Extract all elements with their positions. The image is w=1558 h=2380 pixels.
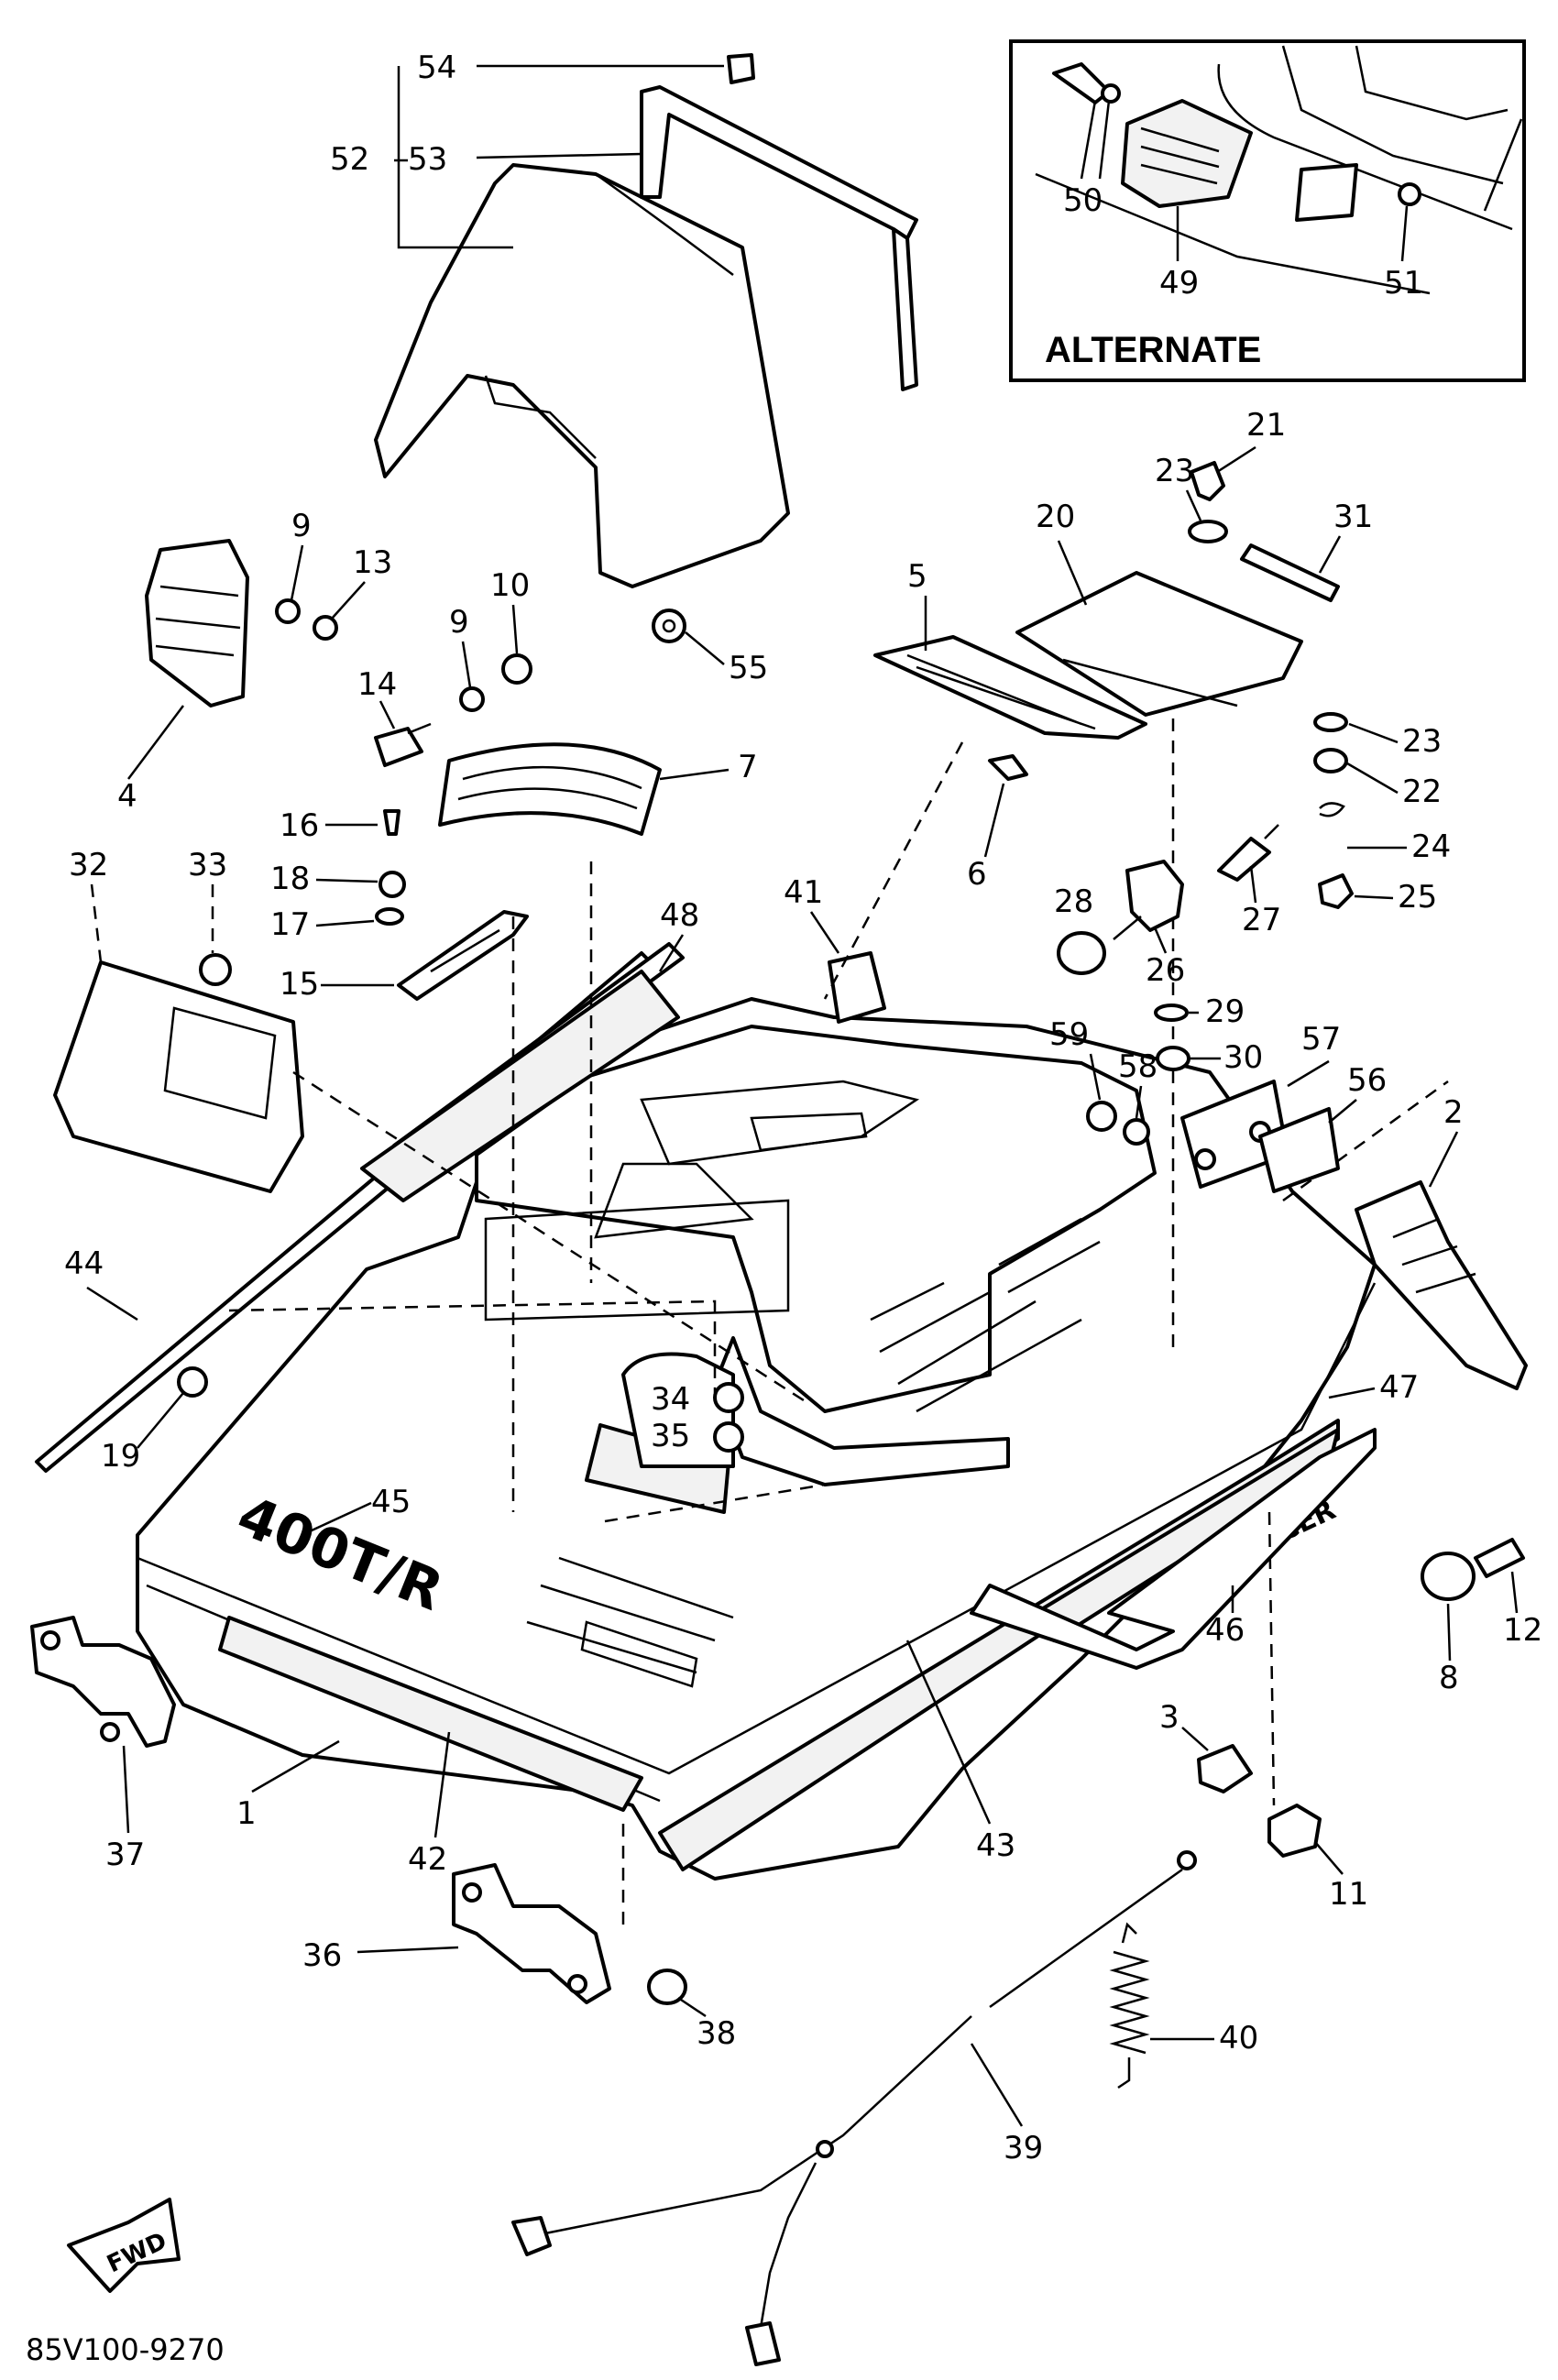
callout-13: 13	[353, 544, 392, 581]
callout-54: 54	[417, 49, 456, 86]
callout-41: 41	[784, 874, 823, 911]
callout-35: 35	[651, 1418, 690, 1454]
callout-42: 42	[408, 1841, 447, 1878]
panel-32	[53, 960, 304, 1193]
callout-46: 46	[1205, 1612, 1245, 1649]
right-small-parts: 20 21 23 31 5 6 23 22 24 25 27	[873, 407, 1542, 1913]
callout-5: 5	[907, 558, 927, 595]
callout-8: 8	[1439, 1660, 1459, 1696]
callout-4: 4	[117, 778, 137, 815]
callout-33: 33	[188, 847, 227, 883]
callout-15: 15	[280, 966, 319, 1003]
windshield-assembly: 54 52 53	[330, 49, 918, 588]
callout-3: 3	[1159, 1699, 1179, 1736]
lower-parts: 37 36 38 39 40	[30, 1616, 1258, 2366]
callout-56: 56	[1347, 1062, 1387, 1099]
callout-51: 51	[1384, 265, 1423, 302]
callout-28: 28	[1054, 883, 1093, 920]
side-trim-48b	[360, 970, 680, 1202]
bracket-26	[1125, 860, 1184, 932]
alternate-title: ALTERNATE	[1045, 330, 1261, 370]
callout-14: 14	[357, 666, 397, 703]
callout-44: 44	[64, 1245, 104, 1282]
windshield-trim-53	[640, 85, 918, 391]
callout-52: 52	[330, 141, 369, 178]
panel-20	[1015, 571, 1303, 717]
callout-47: 47	[1379, 1369, 1419, 1406]
plate-56	[1258, 1107, 1340, 1193]
callout-36: 36	[302, 1937, 342, 1974]
callout-25: 25	[1398, 879, 1437, 916]
callout-59: 59	[1049, 1016, 1089, 1053]
callout-37: 37	[105, 1837, 145, 1873]
callout-30: 30	[1223, 1039, 1263, 1076]
hinge-36	[452, 1863, 611, 2004]
callout-7: 7	[738, 749, 758, 785]
callout-49: 49	[1159, 265, 1199, 302]
hinge-37	[30, 1616, 176, 1748]
callout-19: 19	[101, 1438, 140, 1475]
callout-17: 17	[270, 906, 310, 943]
callout-10: 10	[490, 567, 530, 604]
air-scoop-41	[828, 951, 886, 1024]
left-small-parts: 4 9 13 10 9 55 14 7 16 18 17	[53, 508, 768, 1193]
callout-20: 20	[1036, 499, 1075, 535]
callout-6: 6	[967, 856, 987, 893]
pin-31	[1240, 543, 1340, 602]
callout-2: 2	[1443, 1094, 1464, 1131]
callout-38: 38	[697, 2015, 736, 2052]
callout-57: 57	[1301, 1021, 1341, 1058]
callout-16: 16	[280, 807, 319, 844]
hood-callouts: 48 41 44 19 34 35 45 47 46 43 42 1	[64, 696, 1449, 1878]
callout-9b: 9	[449, 604, 469, 641]
callout-12: 12	[1503, 1612, 1542, 1649]
callout-53: 53	[408, 141, 447, 178]
callout-50: 50	[1063, 182, 1103, 219]
hood-main: 400T/R ENTICER	[35, 942, 1377, 1881]
callout-24: 24	[1411, 828, 1451, 865]
callout-45: 45	[371, 1484, 411, 1520]
fwd-arrow: FWD	[67, 2198, 181, 2293]
alternate-inset: 50 49 51 ALTERNATE	[1009, 39, 1526, 382]
callout-11: 11	[1329, 1876, 1368, 1913]
callout-39: 39	[1004, 2130, 1043, 2166]
callout-26: 26	[1146, 952, 1185, 989]
grille-5	[873, 635, 1147, 740]
callout-18: 18	[270, 861, 310, 897]
callout-58: 58	[1118, 1048, 1158, 1085]
callout-43: 43	[976, 1827, 1015, 1864]
spring-40	[1109, 1922, 1150, 2089]
cable-39	[511, 1850, 1197, 2366]
callout-34: 34	[651, 1381, 690, 1418]
callout-32: 32	[69, 847, 108, 883]
callout-40: 40	[1219, 2020, 1258, 2056]
drawing-number: 85V100-9270	[26, 2332, 225, 2367]
callout-31: 31	[1333, 499, 1373, 535]
callout-21: 21	[1246, 407, 1286, 444]
callout-27: 27	[1242, 902, 1281, 938]
callout-29: 29	[1205, 993, 1245, 1030]
callout-48: 48	[660, 897, 699, 934]
vent-cover-49	[1121, 99, 1253, 208]
handle-15	[397, 910, 529, 1001]
callout-23b: 23	[1402, 723, 1442, 760]
callout-22: 22	[1402, 773, 1442, 810]
callout-55: 55	[729, 650, 768, 686]
callout-9a: 9	[291, 508, 312, 544]
callout-23a: 23	[1155, 453, 1194, 489]
callout-1: 1	[236, 1795, 257, 1832]
